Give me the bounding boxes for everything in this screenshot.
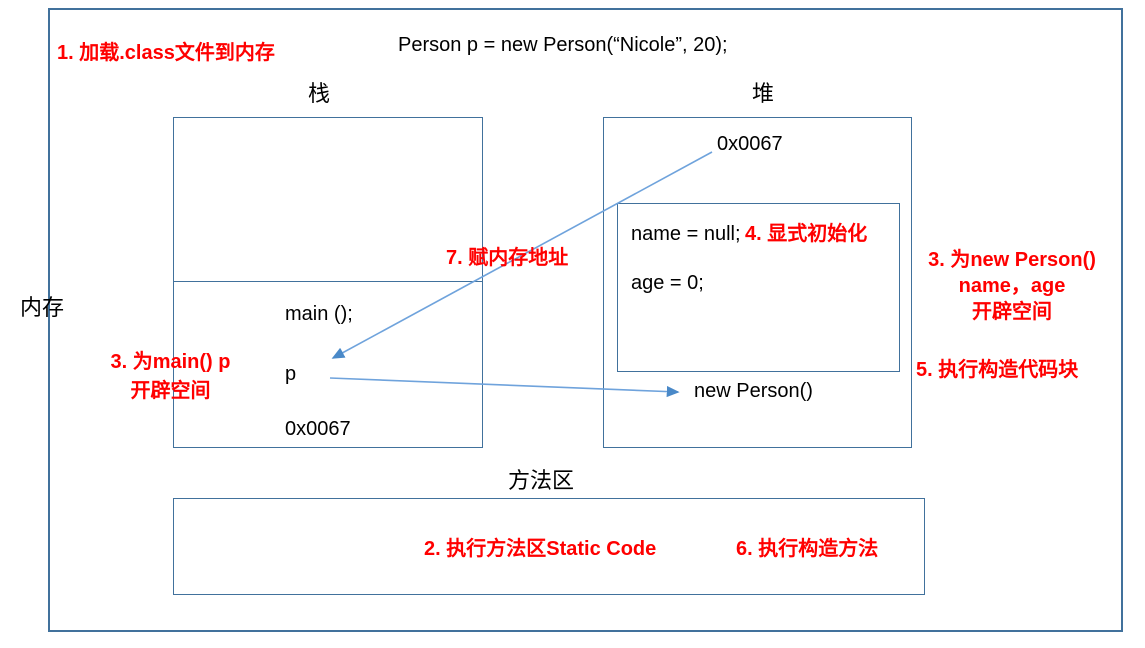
heap-address-value: 0x0067	[717, 133, 783, 155]
heap-label: 堆	[752, 82, 775, 107]
stack-frame-divider	[174, 281, 482, 282]
annotation-step4: 4. 显式初始化	[744, 223, 868, 245]
annotation-step3-right: 3. 为new Person() name，age 开辟空间	[912, 247, 1112, 325]
method-area-box	[173, 498, 925, 595]
code-statement: Person p = new Person(“Nicole”, 20);	[398, 34, 728, 56]
new-person-label: new Person()	[694, 380, 813, 402]
stack-address-value: 0x0067	[285, 418, 351, 440]
annotation-step3-left: 3. 为main() p 开辟空间	[88, 345, 253, 403]
memory-outer-box	[48, 8, 1123, 632]
heap-field-name: name = null;	[631, 223, 741, 245]
heap-field-name-line: name = null; 4. 显式初始化	[631, 217, 867, 246]
stack-label: 栈	[308, 82, 331, 107]
annotation-step3-right-line2: name，age	[958, 275, 1066, 297]
annotation-step7: 7. 赋内存地址	[446, 247, 569, 269]
method-area-label: 方法区	[508, 469, 575, 494]
annotation-step3-left-line2: 开辟空间	[130, 380, 211, 402]
annotation-step5: 5. 执行构造代码块	[916, 359, 1079, 381]
annotation-step2: 2. 执行方法区Static Code	[424, 538, 657, 560]
annotation-step3-left-line1: 3. 为main() p	[110, 351, 231, 373]
annotation-step6: 6. 执行构造方法	[736, 538, 879, 560]
annotation-step1: 1. 加载.class文件到内存	[57, 42, 275, 64]
stack-var-p: p	[285, 363, 297, 385]
annotation-step3-right-line1: 3. 为new Person()	[928, 249, 1096, 271]
memory-label: 内存	[20, 296, 65, 321]
stack-main-call: main ();	[285, 303, 353, 325]
annotation-step3-right-line3: 开辟空间	[972, 301, 1052, 323]
heap-field-age: age = 0;	[631, 272, 704, 294]
